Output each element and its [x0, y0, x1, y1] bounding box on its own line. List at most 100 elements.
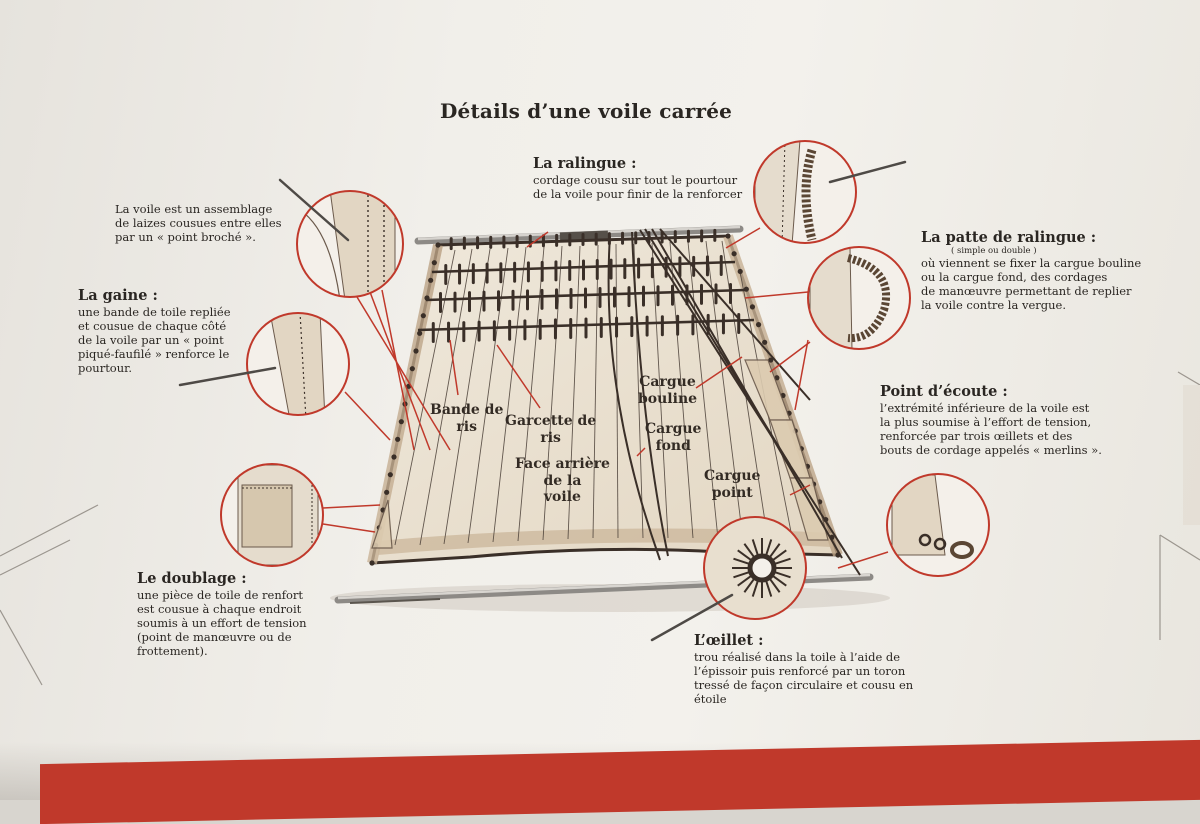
leader-lines [322, 227, 889, 569]
oeillet-spoke [771, 549, 787, 562]
callout-patte-ralingue: La patte de ralingue : ( simple ou doubl… [921, 229, 1141, 312]
edge-eyelet [755, 322, 762, 328]
bande-ris-line-2: ris [456, 418, 477, 435]
fond-line-1: Cargue [645, 421, 702, 437]
reef-points [431, 228, 741, 344]
patte-line-4: la voile contre la vergue. [921, 298, 1066, 313]
edge-eyelet [737, 268, 743, 275]
oeillet-spoke [743, 577, 756, 593]
oeillet-spoke [733, 557, 751, 566]
ralingue-heading: La ralingue : [533, 155, 637, 172]
ecoute-line-3: renforcée par trois œillets et des [880, 428, 1073, 443]
gaine-heading: La gaine : [78, 287, 158, 304]
callout-ralingue: La ralingue : cordage cousu sur tout le … [533, 155, 742, 201]
assemblage-line-1: La voile est un assemblage [115, 202, 273, 216]
ecoute-line-1: l’extrémité inférieure de la voile est [880, 400, 1090, 415]
buntlines [607, 228, 861, 576]
doublage-line-1: une pièce de toile de renfort [137, 587, 304, 602]
oeillet-spoke [773, 570, 791, 579]
leech-doubling [371, 359, 829, 549]
detail-circles [220, 140, 990, 620]
face-line-3: voile [543, 489, 581, 506]
bouline-line-2: bouline [638, 390, 698, 407]
ecoute-line-4: bouts de cordage appelés « merlins ». [880, 442, 1102, 457]
point-line-1: Cargue [704, 468, 761, 484]
oeillet-line-2: l’épissoir puis renforcé par un toron [694, 663, 906, 678]
oeillet-spoke [737, 574, 753, 587]
oeillet-line-4: étoile [694, 691, 727, 706]
doublage-line-4: (point de manœuvre ou de [137, 629, 292, 644]
edge-eyelet [391, 454, 397, 460]
oeillet-spoke [743, 543, 756, 559]
oeillet-spoke [768, 577, 781, 593]
edge-eyelet [435, 242, 441, 248]
callout-gaine: La gaine : une bande de toile repliée et… [78, 287, 231, 375]
patte-note: ( simple ou double ) [951, 245, 1037, 256]
face-line-2: de la [543, 472, 582, 489]
edge-eyelet [731, 251, 737, 257]
bolt-rope-eyelets [369, 233, 841, 566]
edge-eyelet [413, 348, 419, 354]
ralingue-line-1: cordage cousu sur tout le pourtour [533, 172, 738, 187]
label-cargue-bouline: Cargue bouline [638, 374, 697, 407]
label-garcette-de-ris: Garcette de ris [505, 413, 596, 446]
fond-line-2: fond [655, 437, 691, 454]
edge-eyelet [762, 339, 768, 345]
square-sail-diagram [0, 140, 1200, 686]
bouline-line-1: Cargue [639, 374, 696, 390]
edge-eyelet [384, 489, 390, 495]
detail-gaine [246, 312, 350, 416]
gaine-line-5: pourtour. [78, 360, 133, 375]
patte-heading: La patte de ralingue : [921, 229, 1097, 246]
detail-point-broche [296, 190, 404, 298]
edge-eyelet [431, 260, 437, 266]
ecoute-line-2: la plus soumise à l’effort de tension, [880, 414, 1092, 429]
label-cargue-point: Cargue point [704, 468, 760, 501]
patte-line-3: de manœuvre permettant de replier [921, 284, 1132, 299]
edge-eyelet [369, 560, 375, 566]
edge-eyelet [749, 304, 756, 310]
edge-eyelet [398, 419, 404, 425]
oeillet-spoke [768, 543, 781, 559]
edge-eyelet [417, 330, 423, 336]
garcette-line-2: ris [540, 429, 561, 446]
assemblage-line-2: de laizes cousues entre elles [115, 216, 282, 231]
page-title: Détails d’une voile carrée [440, 99, 733, 123]
callout-assemblage: La voile est un assemblage de laizes cou… [115, 202, 282, 244]
oeillet-line-3: tressé de façon circulaire et cousu en [694, 677, 914, 692]
label-cargue-fond: Cargue fond [645, 421, 701, 454]
point-line-2: point [711, 484, 753, 501]
ecoute-heading: Point d’écoute : [880, 383, 1008, 400]
oeillet-spoke [771, 574, 787, 587]
doublage-line-2: est cousue à chaque endroit [137, 601, 302, 616]
callout-oeillet: L’œillet : trou réalisé dans la toile à … [694, 632, 913, 706]
gaine-line-4: piqué-faufilé » renforce le [78, 346, 230, 361]
gaine-line-3: de la voile par un « point [78, 332, 224, 347]
detail-ralingue [753, 140, 857, 244]
gaine-line-1: une bande de toile repliée [78, 304, 231, 319]
edge-eyelet [409, 366, 415, 372]
oeillet-line-1: trou réalisé dans la toile à l’aide de [694, 649, 901, 664]
callout-doublage: Le doublage : une pièce de toile de renf… [137, 570, 307, 658]
edge-eyelet [428, 277, 434, 283]
gaine-line-2: et cousue de chaque côté [78, 318, 227, 333]
ralingue-line-2: de la voile pour finir de la renforcer [533, 186, 743, 201]
edge-eyelet [424, 295, 430, 301]
detail-patte-ralingue [807, 246, 911, 350]
edge-eyelet [743, 286, 749, 292]
detail-point-ecoute [886, 473, 990, 577]
detail-doublage [220, 463, 324, 567]
oeillet-spoke [751, 539, 760, 557]
garcette-line-1: Garcette de [505, 413, 597, 429]
doublage-line-3: soumis à un effort de tension [137, 615, 307, 630]
edge-eyelet [725, 233, 731, 239]
callout-point-ecoute: Point d’écoute : l’extrémité inférieure … [880, 383, 1102, 457]
needles [178, 160, 907, 642]
patte-line-2: ou la cargue fond, des cordages [921, 270, 1108, 285]
oeillet-spoke [733, 570, 751, 579]
oeillet-spoke [751, 579, 760, 597]
patte-line-1: où viennent se fixer la cargue bouline [921, 256, 1142, 271]
doublage-heading: Le doublage : [137, 570, 247, 587]
oeillet-spoke [737, 549, 753, 562]
oeillet-spoke [764, 579, 773, 597]
